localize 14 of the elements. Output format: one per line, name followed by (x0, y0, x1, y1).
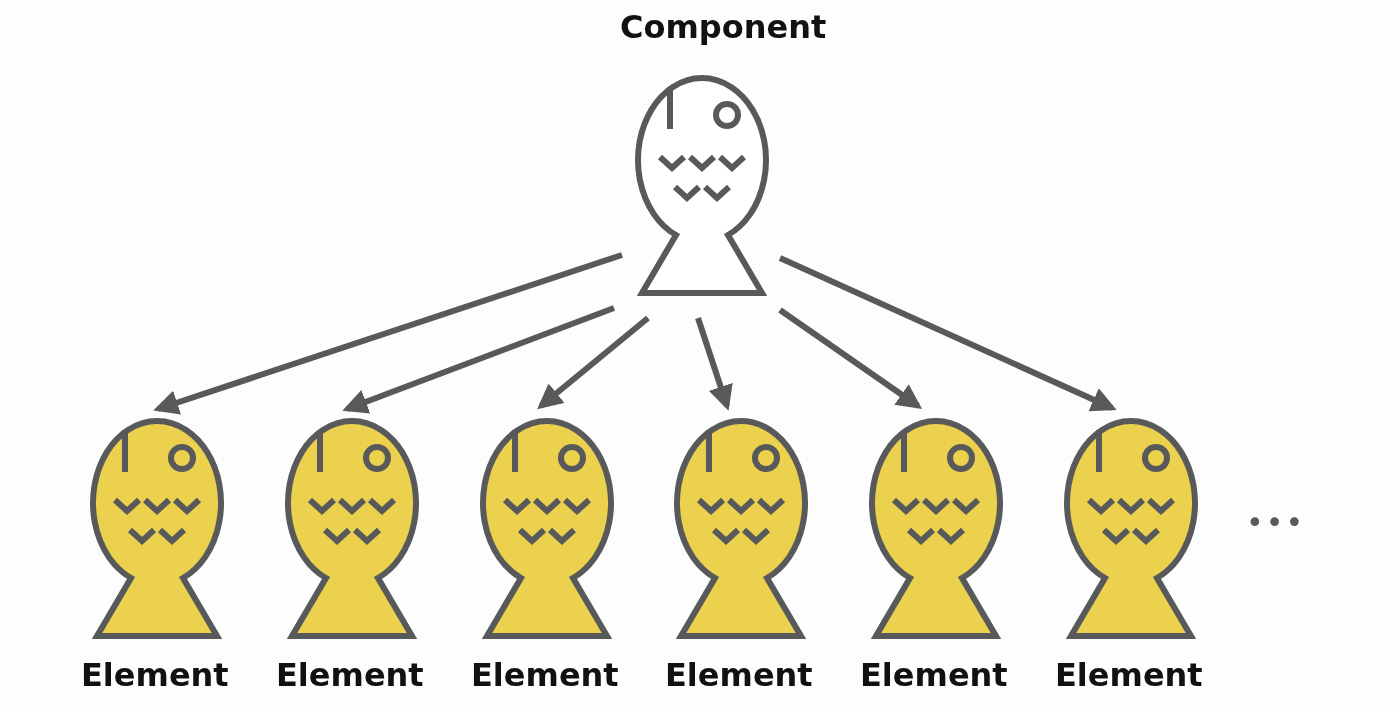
ellipsis-text: ••• (1246, 505, 1306, 540)
arrow (695, 317, 733, 411)
node-label: Element (276, 656, 424, 694)
arrow (342, 305, 616, 414)
node-label: Element (81, 656, 229, 694)
arrow (153, 252, 623, 415)
node-label: Element (665, 656, 813, 694)
node-label: Component (620, 8, 827, 46)
arrow (778, 307, 923, 409)
arrow (537, 315, 650, 410)
node-label: Element (860, 656, 1008, 694)
node-label: Element (1055, 656, 1203, 694)
node-label: Element (471, 656, 619, 694)
arrow (778, 255, 1117, 412)
